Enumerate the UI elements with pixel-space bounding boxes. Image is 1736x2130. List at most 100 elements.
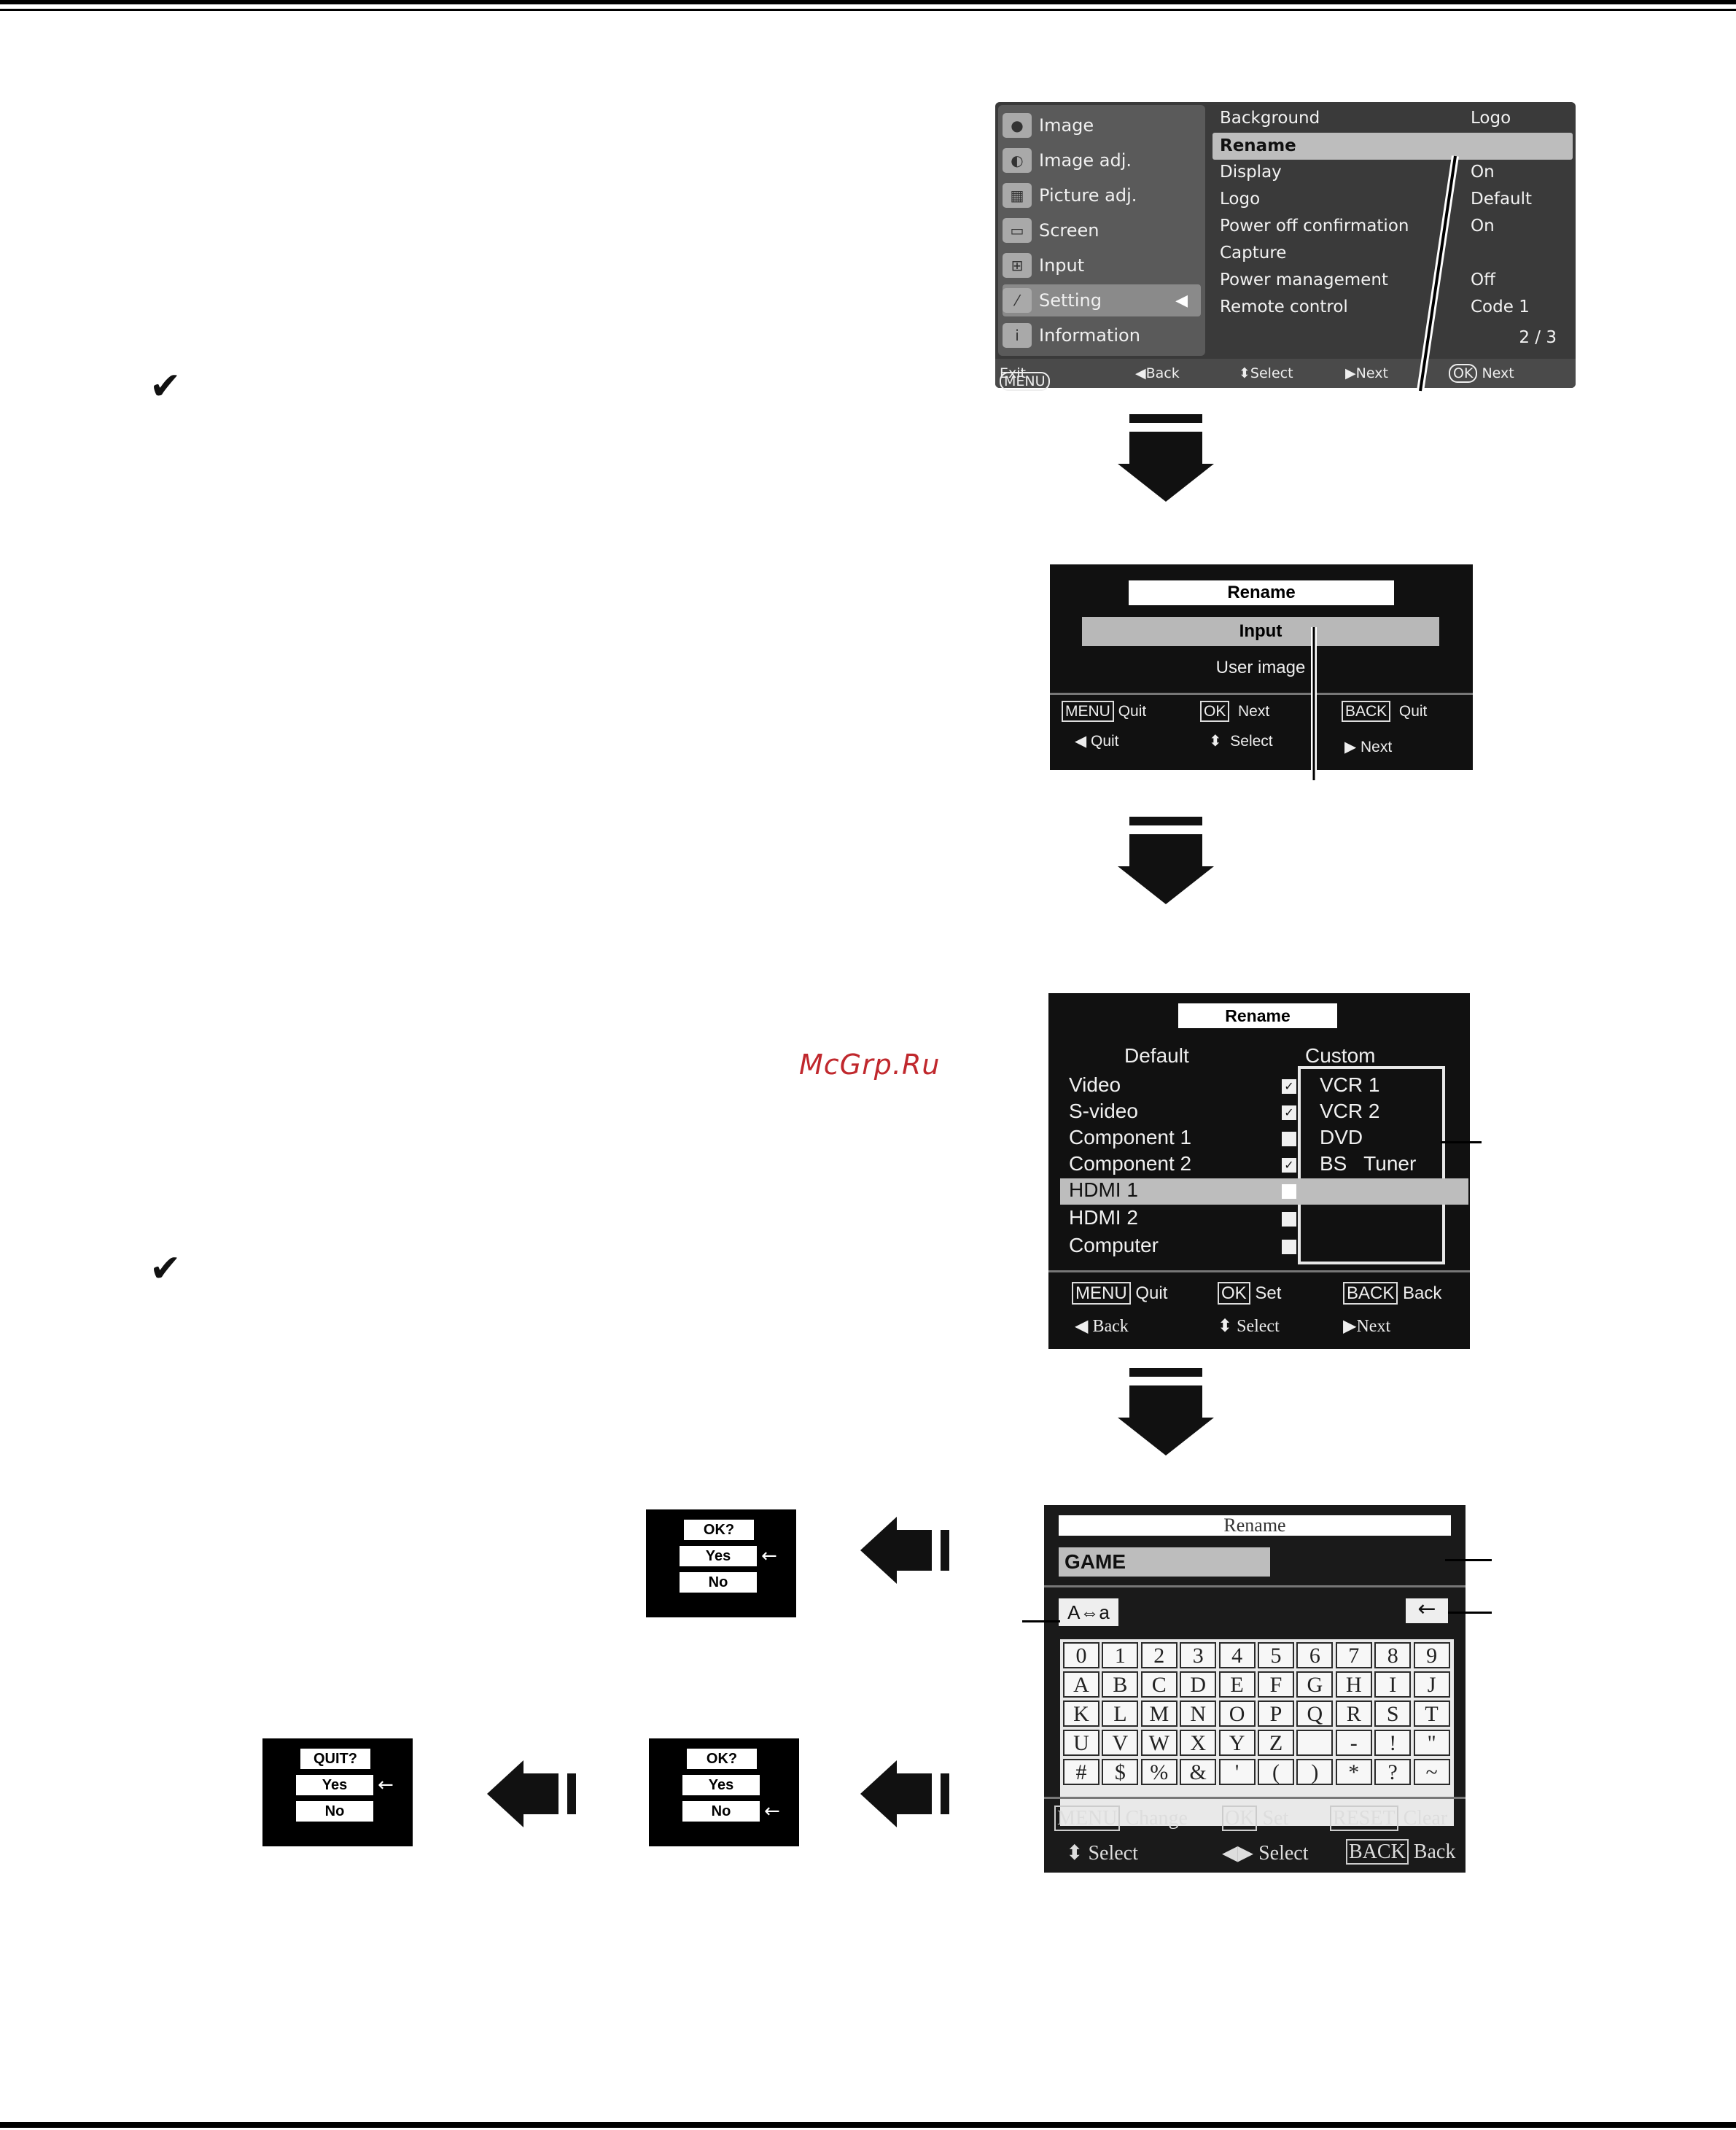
menu-item-capture[interactable]: Capture <box>1213 240 1573 267</box>
option-user-image[interactable]: User image <box>1215 658 1306 677</box>
divider <box>1050 693 1473 695</box>
keyboard-key[interactable]: 3 <box>1180 1642 1217 1668</box>
name-input[interactable]: GAME <box>1059 1547 1270 1577</box>
keyboard-key[interactable]: 1 <box>1102 1642 1139 1668</box>
keyboard-key[interactable]: F <box>1258 1671 1294 1698</box>
keyboard-key[interactable]: 0 <box>1063 1642 1099 1668</box>
keyboard-key[interactable]: * <box>1335 1759 1372 1785</box>
item-value: On <box>1471 163 1495 182</box>
sidebar-item-picture-adj[interactable]: ▦Picture adj. <box>1003 179 1201 211</box>
keyboard-key[interactable]: Z <box>1258 1730 1294 1756</box>
up-down-arrow-icon: ⬍ <box>1209 733 1222 750</box>
yes-button[interactable]: Yes <box>296 1775 373 1795</box>
keyboard-key[interactable]: E <box>1218 1671 1256 1698</box>
keyboard-key[interactable]: L <box>1102 1700 1139 1727</box>
keyboard-key[interactable]: V <box>1102 1730 1139 1756</box>
keyboard-key[interactable]: 5 <box>1258 1642 1294 1668</box>
keyboard-key[interactable]: ! <box>1374 1730 1412 1756</box>
no-button[interactable]: No <box>682 1801 760 1822</box>
checkbox-unchecked[interactable] <box>1282 1240 1296 1254</box>
keyboard-key[interactable]: - <box>1335 1730 1372 1756</box>
checkbox-unchecked[interactable] <box>1282 1132 1296 1146</box>
keyboard-key[interactable]: ' <box>1218 1759 1256 1785</box>
keyboard-key[interactable]: U <box>1063 1730 1099 1756</box>
checkbox-checked[interactable]: ✓ <box>1282 1105 1296 1120</box>
keyboard-key[interactable]: % <box>1140 1759 1178 1785</box>
option-input[interactable]: Input <box>1082 617 1439 646</box>
sidebar-item-image[interactable]: ●Image <box>1003 109 1201 141</box>
sidebar-item-setting[interactable]: ⁄Setting◀ <box>1003 284 1201 316</box>
list-item-hdmi-2[interactable]: HDMI 2 <box>1060 1206 1468 1232</box>
keyboard-key[interactable]: & <box>1180 1759 1217 1785</box>
keyboard-key[interactable]: $ <box>1102 1759 1139 1785</box>
keyboard-key[interactable]: W <box>1140 1730 1178 1756</box>
checkbox-unchecked[interactable] <box>1282 1212 1296 1227</box>
keyboard-key[interactable]: I <box>1374 1671 1412 1698</box>
keyboard-key[interactable]: N <box>1180 1700 1217 1727</box>
keyboard-key[interactable]: A <box>1063 1671 1099 1698</box>
backspace-button[interactable]: ← <box>1406 1598 1448 1623</box>
keyboard-key[interactable]: D <box>1180 1671 1217 1698</box>
dialog-title: OK? <box>684 1520 754 1540</box>
keyboard-key[interactable]: P <box>1258 1700 1294 1727</box>
quit-label: Quit <box>1118 703 1147 720</box>
keyboard-key[interactable]: ( <box>1258 1759 1294 1785</box>
keyboard-key[interactable]: " <box>1413 1730 1450 1756</box>
horizontal-select-hint: ◀▶ Select <box>1222 1841 1309 1865</box>
keyboard-key[interactable]: T <box>1413 1700 1450 1727</box>
keyboard-key[interactable]: C <box>1140 1671 1178 1698</box>
keyboard-key[interactable]: 7 <box>1335 1642 1372 1668</box>
menu-item-rename[interactable]: Rename <box>1213 133 1573 160</box>
keyboard-key[interactable]: J <box>1413 1671 1450 1698</box>
checkbox-checked[interactable]: ✓ <box>1282 1079 1296 1094</box>
case-toggle-button[interactable]: A⇔a <box>1059 1598 1118 1626</box>
keyboard-key[interactable]: 2 <box>1140 1642 1178 1668</box>
keyboard-key[interactable]: 9 <box>1413 1642 1450 1668</box>
keyboard-key[interactable]: O <box>1218 1700 1256 1727</box>
yes-button[interactable]: Yes <box>680 1546 757 1566</box>
list-item-video[interactable]: Video✓VCR 1 <box>1060 1073 1468 1100</box>
list-item-hdmi-1[interactable]: HDMI 1 <box>1060 1178 1468 1205</box>
no-button[interactable]: No <box>296 1801 373 1822</box>
list-item-component-2[interactable]: Component 2✓BS Tuner <box>1060 1152 1468 1178</box>
sidebar-item-screen[interactable]: ▭Screen <box>1003 214 1201 246</box>
keyboard-key[interactable]: M <box>1140 1700 1178 1727</box>
checkbox-checked[interactable]: ✓ <box>1282 1158 1296 1173</box>
keyboard-key[interactable]: 6 <box>1296 1642 1334 1668</box>
checkbox-unchecked[interactable] <box>1282 1184 1296 1199</box>
no-button[interactable]: No <box>680 1572 757 1593</box>
yes-button[interactable]: Yes <box>682 1775 760 1795</box>
keyboard-key[interactable]: R <box>1335 1700 1372 1727</box>
keyboard-key[interactable]: ~ <box>1413 1759 1450 1785</box>
keyboard-key[interactable]: G <box>1296 1671 1334 1698</box>
keyboard-key[interactable]: # <box>1063 1759 1099 1785</box>
ok-confirm-dialog-no: OK? Yes No ← <box>649 1738 799 1846</box>
keyboard-key[interactable]: B <box>1102 1671 1139 1698</box>
keyboard-key[interactable]: ? <box>1374 1759 1412 1785</box>
keyboard-key[interactable]: Y <box>1218 1730 1256 1756</box>
sidebar-item-input[interactable]: ⊞Input <box>1003 249 1201 281</box>
list-item-s-video[interactable]: S-video✓VCR 2 <box>1060 1100 1468 1126</box>
keyboard-key[interactable]: 8 <box>1374 1642 1412 1668</box>
keyboard-key[interactable] <box>1296 1730 1334 1756</box>
item-label: Power management <box>1220 271 1388 289</box>
sidebar-item-image-adj[interactable]: ◐Image adj. <box>1003 144 1201 176</box>
list-item-computer[interactable]: Computer <box>1060 1234 1468 1260</box>
keyboard-key[interactable]: S <box>1374 1700 1412 1727</box>
keyboard-key[interactable]: Q <box>1296 1700 1334 1727</box>
keyboard-key[interactable]: X <box>1180 1730 1217 1756</box>
divider <box>1044 1797 1466 1799</box>
keyboard-key[interactable]: 4 <box>1218 1642 1256 1668</box>
keyboard-key[interactable]: ) <box>1296 1759 1334 1785</box>
keyboard-key[interactable]: H <box>1335 1671 1372 1698</box>
keyboard-key[interactable]: K <box>1063 1700 1099 1727</box>
